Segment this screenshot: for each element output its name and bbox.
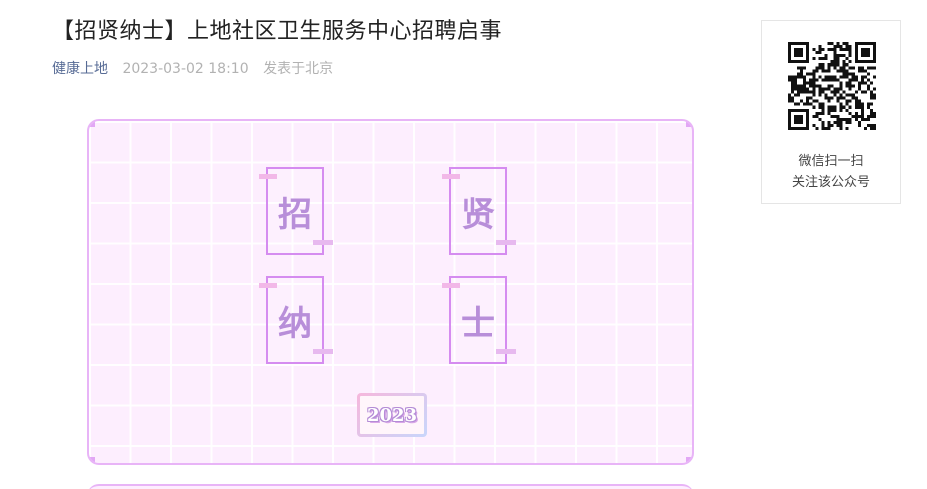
qr-code-icon	[788, 42, 876, 130]
char-box-tab-decoration	[442, 174, 460, 179]
year-badge: 2023	[357, 393, 427, 437]
poster-char-box: 招	[259, 167, 333, 255]
char-box-tab-decoration	[496, 240, 516, 245]
poster-corner-decoration	[89, 457, 95, 463]
poster-char-box: 纳	[259, 276, 333, 364]
char-box-tab-decoration	[442, 283, 460, 288]
poster-char: 招	[278, 194, 312, 235]
qr-scan-caption: 微信扫一扫	[798, 154, 864, 169]
poster-char-box: 贤	[442, 167, 516, 255]
recruitment-poster-image: 招 贤 纳 士 2023	[87, 119, 694, 465]
poster-char-box: 士	[442, 276, 516, 364]
char-box-tab-decoration	[313, 240, 333, 245]
article-meta: 健康上地 2023-03-02 18:10 发表于北京	[52, 58, 333, 78]
poster-corner-decoration	[686, 121, 692, 127]
poster-char: 士	[461, 303, 495, 344]
char-box-tab-decoration	[313, 349, 333, 354]
next-poster-image-edge	[87, 484, 694, 489]
poster-corner-decoration	[686, 457, 692, 463]
article-title: 【招贤纳士】上地社区卫生服务中心招聘启事	[52, 19, 503, 44]
year-text: 2023	[366, 404, 418, 426]
qr-follow-caption: 关注该公众号	[791, 175, 870, 190]
char-box-tab-decoration	[259, 283, 277, 288]
poster-char: 贤	[461, 194, 495, 235]
qr-code-card: 微信扫一扫 关注该公众号	[761, 20, 901, 204]
char-box-tab-decoration	[496, 349, 516, 354]
char-box-tab-decoration	[259, 174, 277, 179]
publish-location: 发表于北京	[263, 61, 334, 77]
account-name-link[interactable]: 健康上地	[52, 61, 108, 77]
poster-char: 纳	[278, 303, 312, 344]
poster-corner-decoration	[89, 121, 95, 127]
publish-time: 2023-03-02 18:10	[122, 61, 249, 77]
